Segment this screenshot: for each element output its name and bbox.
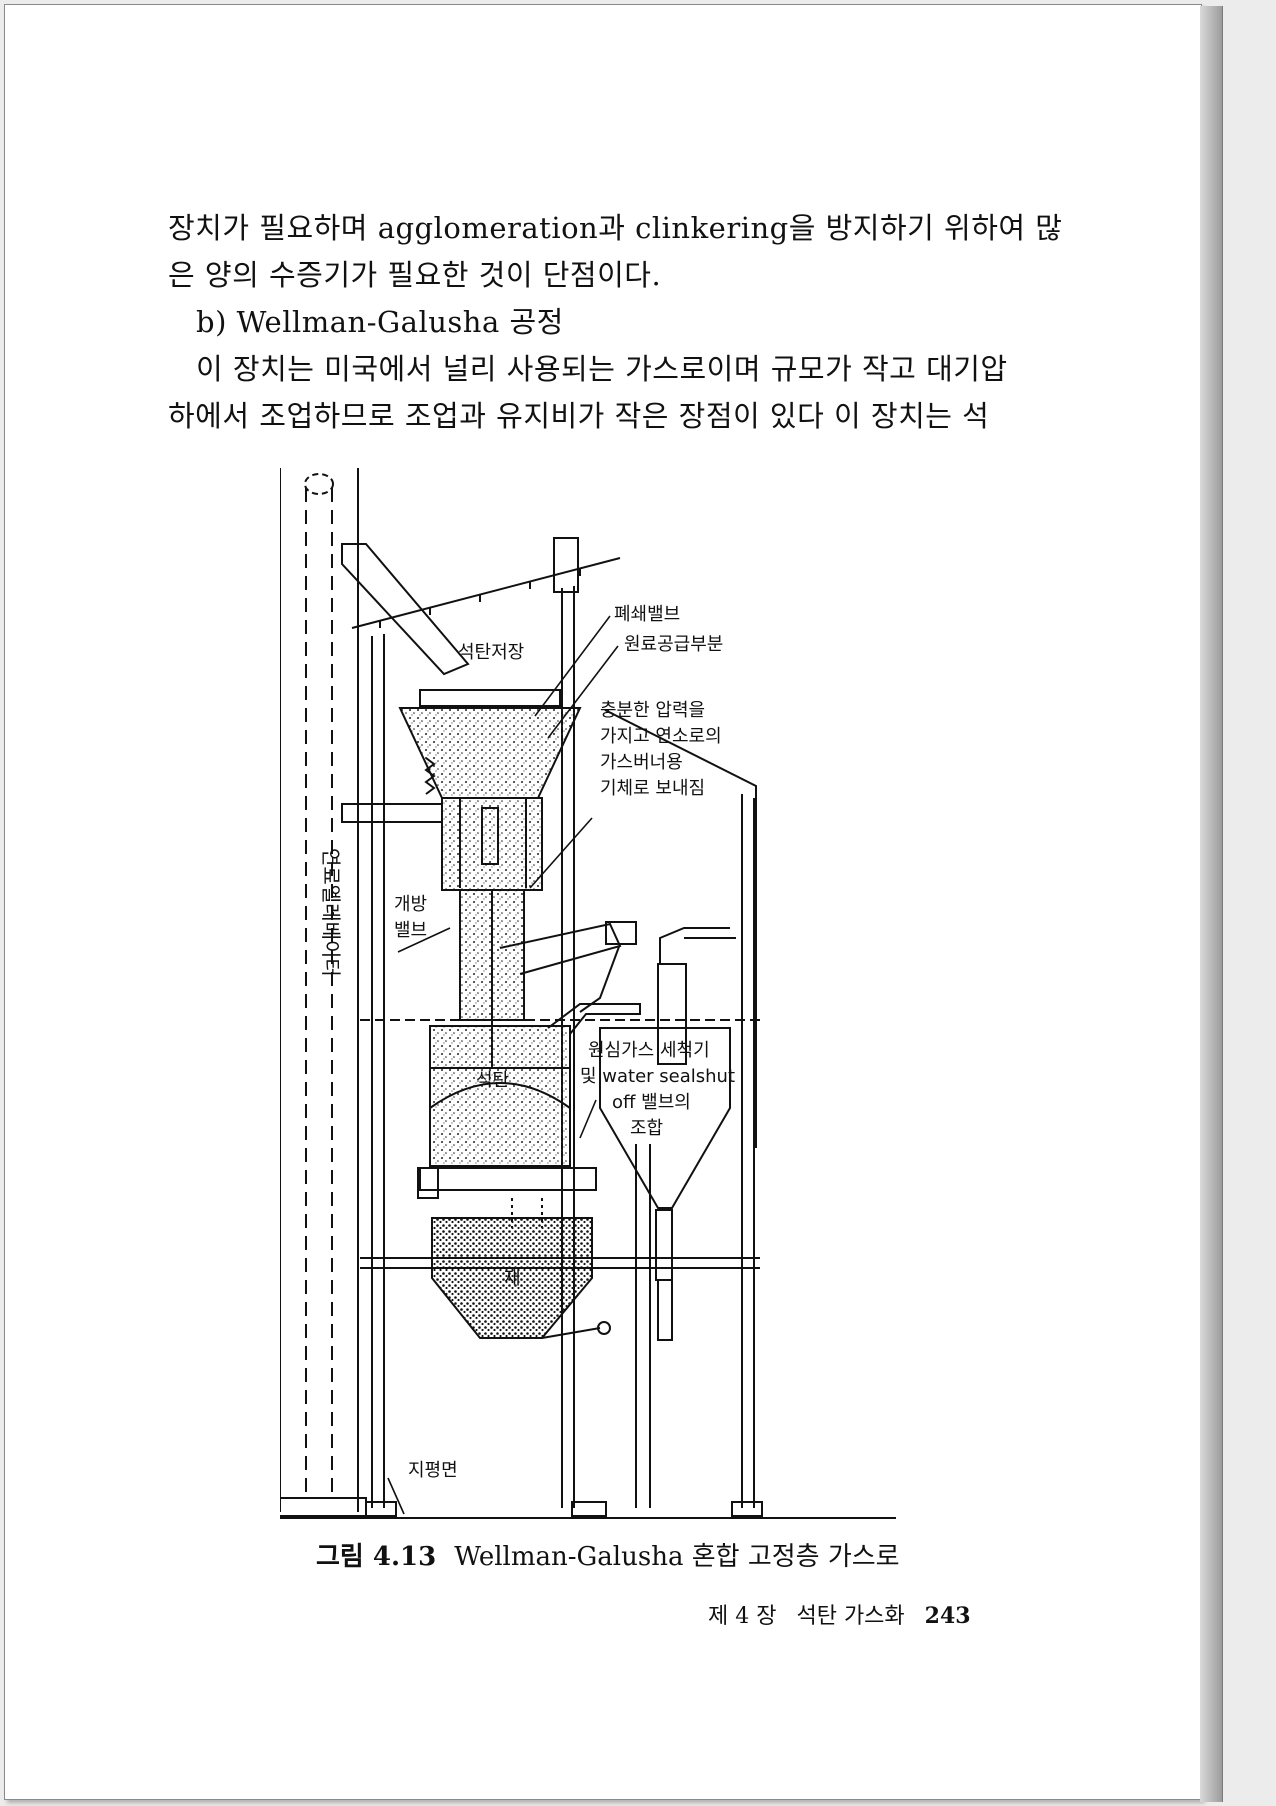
roof-line — [351, 557, 621, 629]
elevator-tower — [280, 468, 359, 1512]
label-gas-note-3: 가스버너용 — [600, 752, 683, 773]
vent-stack — [553, 537, 579, 593]
section-heading: b) Wellman-Galusha 공정 — [196, 305, 564, 339]
label-open-valve-2: 밸브 — [394, 920, 427, 941]
body-line: 장치가 필요하며 agglomeration과 clinkering을 방지하기… — [168, 211, 1063, 245]
page-edge-shadow — [1200, 6, 1223, 1802]
running-footer: 제 4 장 석탄 가스화 243 — [708, 1598, 971, 1630]
figure-caption: 그림 4.13 Wellman-Galusha 혼합 고정층 가스로 — [316, 1536, 900, 1573]
gasifier-grate — [419, 1167, 597, 1191]
page-number: 243 — [924, 1603, 971, 1629]
book-page — [4, 4, 1202, 1800]
gasifier-diagram: 폐쇄밸브 원료공급부분 석탄저장 충분한 압력을 가지고 연소로의 가스버너용 … — [280, 468, 900, 1558]
figure-title: Wellman-Galusha 혼합 고정층 가스로 — [454, 1542, 900, 1572]
body-line: 하에서 조업하므로 조업과 유지비가 작은 장점이 있다 이 장치는 석 — [168, 399, 990, 433]
side-pipe — [341, 803, 443, 823]
label-closing-valve: 폐쇄밸브 — [614, 604, 680, 625]
label-coal-storage: 석탄저장 — [458, 642, 524, 663]
label-ground: 지평면 — [408, 1460, 458, 1481]
body-text: 장치가 필요하며 agglomeration과 clinkering을 방지하기… — [168, 205, 1063, 440]
drive-motor — [605, 921, 637, 945]
coal-bunker-lid — [419, 689, 561, 707]
label-ash: 재 — [504, 1268, 521, 1289]
label-scrubber-1: 원심가스 세척기 — [588, 1040, 710, 1061]
figure-number: 그림 4.13 — [316, 1542, 437, 1572]
label-feed-section: 원료공급부분 — [624, 634, 723, 655]
body-line: 이 장치는 미국에서 널리 사용되는 가스로이며 규모가 작고 대기압 — [196, 352, 1008, 386]
elevator-base — [280, 1497, 367, 1517]
label-coal-bed: 석탄 — [476, 1070, 509, 1091]
label-scrubber-3: off 밸브의 — [612, 1092, 691, 1113]
feed-chute — [341, 543, 470, 676]
label-scrubber-2: 및 water sealshut — [580, 1066, 735, 1087]
body-line: 은 양의 수증기가 필요한 것이 단점이다. — [168, 258, 662, 292]
gasifier-drawing: 폐쇄밸브 원료공급부분 석탄저장 충분한 압력을 가지고 연소로의 가스버너용 … — [280, 468, 896, 1519]
chapter-number: 제 4 장 — [708, 1604, 777, 1629]
label-gas-note-1: 충분한 압력을 — [600, 700, 705, 721]
spring — [424, 757, 436, 795]
label-elevator: 연료엘레베이터 — [319, 848, 343, 977]
label-gas-note-2: 가지고 연소로의 — [600, 726, 722, 747]
label-gas-note-4: 기체로 보내짐 — [600, 778, 705, 799]
coal-storage-hopper — [398, 707, 582, 799]
scrubber-vessel — [599, 1027, 731, 1209]
label-scrubber-4: 조합 — [630, 1118, 663, 1139]
chapter-title: 석탄 가스화 — [796, 1604, 905, 1629]
gasifier-vessel — [429, 1025, 571, 1167]
label-open-valve-1: 개방 — [394, 894, 427, 915]
